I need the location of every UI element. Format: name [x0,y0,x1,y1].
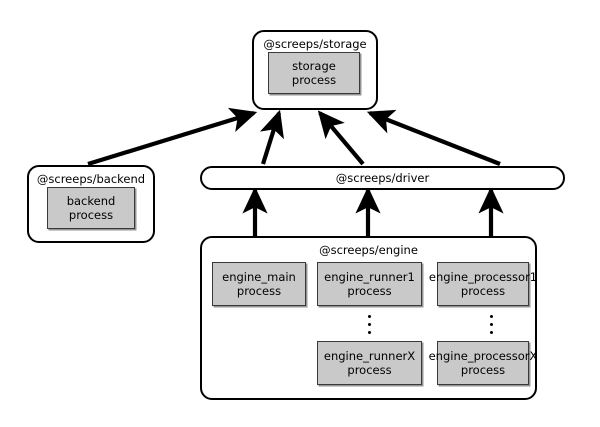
process-engine-processorx-label: engine_processorX process [428,348,538,377]
process-engine-main[interactable]: engine_main process [212,262,306,306]
node-backend-label: @screeps/backend [36,172,146,186]
process-storage[interactable]: storage process [268,52,360,94]
process-engine-main-label: engine_main process [222,269,296,298]
process-engine-processor1-label: engine_processor1 process [428,269,538,298]
process-engine-runnerx-label: engine_runnerX process [323,348,416,377]
process-engine-runnerx[interactable]: engine_runnerX process [317,341,422,385]
process-engine-runner1[interactable]: engine_runner1 process [317,262,422,306]
process-backend[interactable]: backend process [47,187,135,229]
process-engine-runner1-label: engine_runner1 process [324,269,415,298]
process-engine-processorx[interactable]: engine_processorX process [429,341,537,385]
vertical-ellipsis-icon-processor [489,315,493,334]
arrow-driver-to-storage-3 [366,109,501,166]
arrow-driver-to-storage-2 [317,110,365,166]
vertical-ellipsis-icon-runner [367,315,371,334]
arrow-driver-to-storage-1 [259,109,284,165]
node-storage-label: @screeps/storage [263,37,367,51]
node-driver[interactable]: @screeps/driver [200,166,565,190]
node-driver-label: @screeps/driver [335,171,430,185]
process-backend-label: backend process [66,193,116,222]
node-engine-label: @screeps/engine [319,243,418,257]
arrow-backend-to-storage [87,107,258,167]
process-storage-label: storage process [291,58,337,87]
process-engine-processor1[interactable]: engine_processor1 process [429,262,537,306]
